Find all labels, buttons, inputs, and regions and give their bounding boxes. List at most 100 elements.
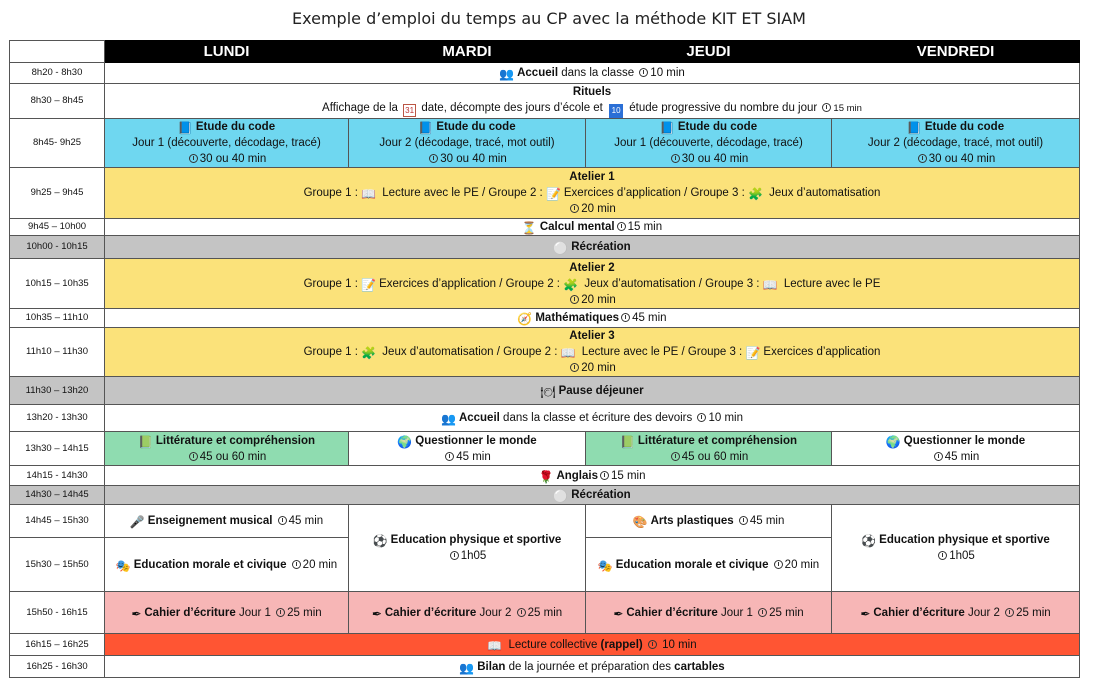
activity-cell: Atelier 1 Groupe 1 : 📖 Lecture avec le P…	[104, 167, 1080, 219]
table-row: 8h45- 9h25 📘Etude du code Jour 1 (découv…	[9, 118, 1080, 168]
activity-title: Anglais	[556, 469, 598, 482]
corner-cell	[9, 40, 105, 63]
activity-title: Cahier d’écriture	[144, 606, 236, 619]
clock-icon	[188, 451, 198, 461]
table-row: 13h30 – 14h15 📗Littérature et compréhens…	[9, 431, 1080, 466]
duration: 20 min	[581, 293, 616, 306]
clock-icon	[917, 154, 927, 163]
time-cell: 15h50 - 16h15	[9, 591, 105, 634]
duration: 1h05	[460, 550, 487, 562]
activity-title: Etude du code	[677, 121, 758, 133]
duration: 20 min	[784, 558, 820, 571]
puzzle-icon: 🧩	[563, 277, 579, 292]
activity-cell: ✒Cahier d’écriture Jour 1 25 min	[585, 591, 832, 634]
activity-cell: Rituels Affichage de la 31 date, décompt…	[104, 83, 1080, 119]
book-icon: 📘	[906, 121, 922, 135]
table-row: 13h20 - 13h30 👥Accueil dans la classe et…	[9, 404, 1080, 432]
activity-cell: 🎭Education morale et civique 20 min	[104, 537, 349, 592]
activity-text: dans la classe	[558, 67, 638, 79]
activity-cell: 🎤Enseignement musical 45 min	[104, 504, 349, 538]
palette-icon: 🎨	[632, 515, 648, 529]
activity-text: Jeux d’automatisation	[765, 187, 881, 199]
time-cell: 16h25 - 16h30	[9, 655, 105, 678]
time-cell: 14h15 - 14h30	[9, 465, 105, 486]
activity-title: Education physique et sportive	[879, 534, 1050, 546]
activity-cell: 🎭Education morale et civique 20 min	[585, 537, 832, 592]
clock-icon	[445, 451, 455, 461]
activity-text: Jour 1	[717, 606, 757, 619]
book-icon: 📗	[619, 434, 635, 449]
activity-text: Exercices d’application / Groupe 2 :	[379, 277, 564, 290]
activity-cell: 📘Etude du code Jour 1 (découverte, décod…	[585, 118, 832, 168]
puzzle-icon: 🧩	[748, 187, 763, 201]
activity-title: Rituels	[572, 86, 612, 98]
open-book-icon: 📖	[762, 277, 778, 292]
duration: 10 min	[658, 638, 697, 651]
activity-text: Affichage de la	[322, 102, 402, 114]
activity-cell: Atelier 2 Groupe 1 : 📝Exercices d’applic…	[104, 258, 1080, 309]
duration: 45 ou 60 min	[199, 450, 267, 463]
notepad-icon: 📝	[545, 187, 561, 201]
clock-icon	[277, 516, 287, 525]
puzzle-icon: 🧩	[361, 346, 377, 360]
clock-icon	[647, 639, 657, 649]
table-row: 11h30 – 13h20 🍽Pause déjeuner	[9, 376, 1080, 405]
activity-title: Bilan	[477, 660, 506, 673]
activity-cell: 📘Etude du code Jour 1 (découverte, décod…	[104, 118, 349, 168]
activity-cell: ✒Cahier d’écriture Jour 2 25 min	[831, 591, 1080, 634]
time-cell: 8h20 - 8h30	[9, 62, 105, 84]
day-jeudi: JEUDI	[585, 40, 832, 63]
activity-cell: ✒Cahier d’écriture Jour 1 25 min	[104, 591, 349, 634]
activity-title: Etude du code	[195, 121, 276, 133]
activity-cell: ⚪Récréation	[104, 485, 1080, 505]
activity-cell: ✒Cahier d’écriture Jour 2 25 min	[348, 591, 586, 634]
duration: 15 min	[627, 221, 663, 233]
ball-icon: ⚪	[553, 489, 569, 503]
activity-text: Jour 2 (décodage, tracé, mot outil)	[379, 137, 555, 149]
activity-text: Exercices d’application / Groupe 3 :	[563, 187, 748, 199]
clock-icon	[429, 154, 439, 163]
hourglass-icon: ⏳	[521, 221, 537, 235]
table-row: 8h20 - 8h30 👥Accueil dans la classe 10 m…	[9, 62, 1080, 84]
book-icon: 📘	[177, 121, 193, 135]
time-cell: 13h20 - 13h30	[9, 404, 105, 432]
activity-text: dans la classe et écriture des devoirs	[499, 412, 696, 424]
table-row: 14h45 – 15h30 🎤Enseignement musical 45 m…	[9, 504, 1080, 592]
duration: 45 min	[632, 312, 667, 324]
clock-icon	[670, 154, 680, 163]
clock-icon	[291, 559, 301, 569]
activity-text: étude progressive du nombre du jour	[626, 102, 821, 114]
activity-text: de la journée et préparation des	[505, 660, 675, 673]
activity-text: Lecture avec le PE	[780, 277, 881, 290]
time-cell: 11h30 – 13h20	[9, 376, 105, 405]
activity-text: Jour 1 (découverte, décodage, tracé)	[132, 137, 321, 149]
activity-text: Jour 2 (décodage, tracé, mot outil)	[867, 137, 1044, 149]
table-row: 11h10 – 11h30 Atelier 3 Groupe 1 : 🧩 Jeu…	[9, 327, 1080, 377]
activity-title: Questionner le monde	[415, 434, 537, 447]
activity-cell: 👥Accueil dans la classe 10 min	[104, 62, 1080, 84]
activity-title: Arts plastiques	[650, 515, 734, 527]
time-cell: 15h30 – 15h50	[9, 537, 105, 592]
ball-icon: ⚪	[553, 241, 569, 255]
clock-icon	[570, 363, 580, 372]
open-book-icon: 📖	[560, 346, 576, 360]
activity-text: Jour 2	[964, 606, 1004, 619]
duration: 45 min	[288, 515, 324, 527]
table-row: 16h25 - 16h30 👥Bilan de la journée et pr…	[9, 655, 1080, 678]
mask-icon: 🎭	[597, 558, 613, 573]
activity-cell: ⚪Récréation	[104, 235, 1080, 259]
timetable: LUNDI MARDI JEUDI VENDREDI 8h20 - 8h30 👥…	[9, 40, 1080, 678]
pen-icon: ✒	[860, 606, 871, 621]
page-title: Exemple d’emploi du temps au CP avec la …	[292, 9, 806, 28]
time-cell: 9h25 – 9h45	[9, 167, 105, 219]
activity-cell: 📘Etude du code Jour 2 (décodage, tracé, …	[348, 118, 586, 168]
time-cell: 10h00 - 10h15	[9, 235, 105, 259]
book-icon: 📗	[137, 434, 153, 449]
duration: 30 ou 40 min	[199, 153, 267, 165]
clock-icon	[570, 204, 580, 213]
activity-title: Accueil	[458, 412, 500, 424]
duration: 45 ou 60 min	[681, 450, 749, 463]
activity-title: Etude du code	[924, 121, 1005, 133]
